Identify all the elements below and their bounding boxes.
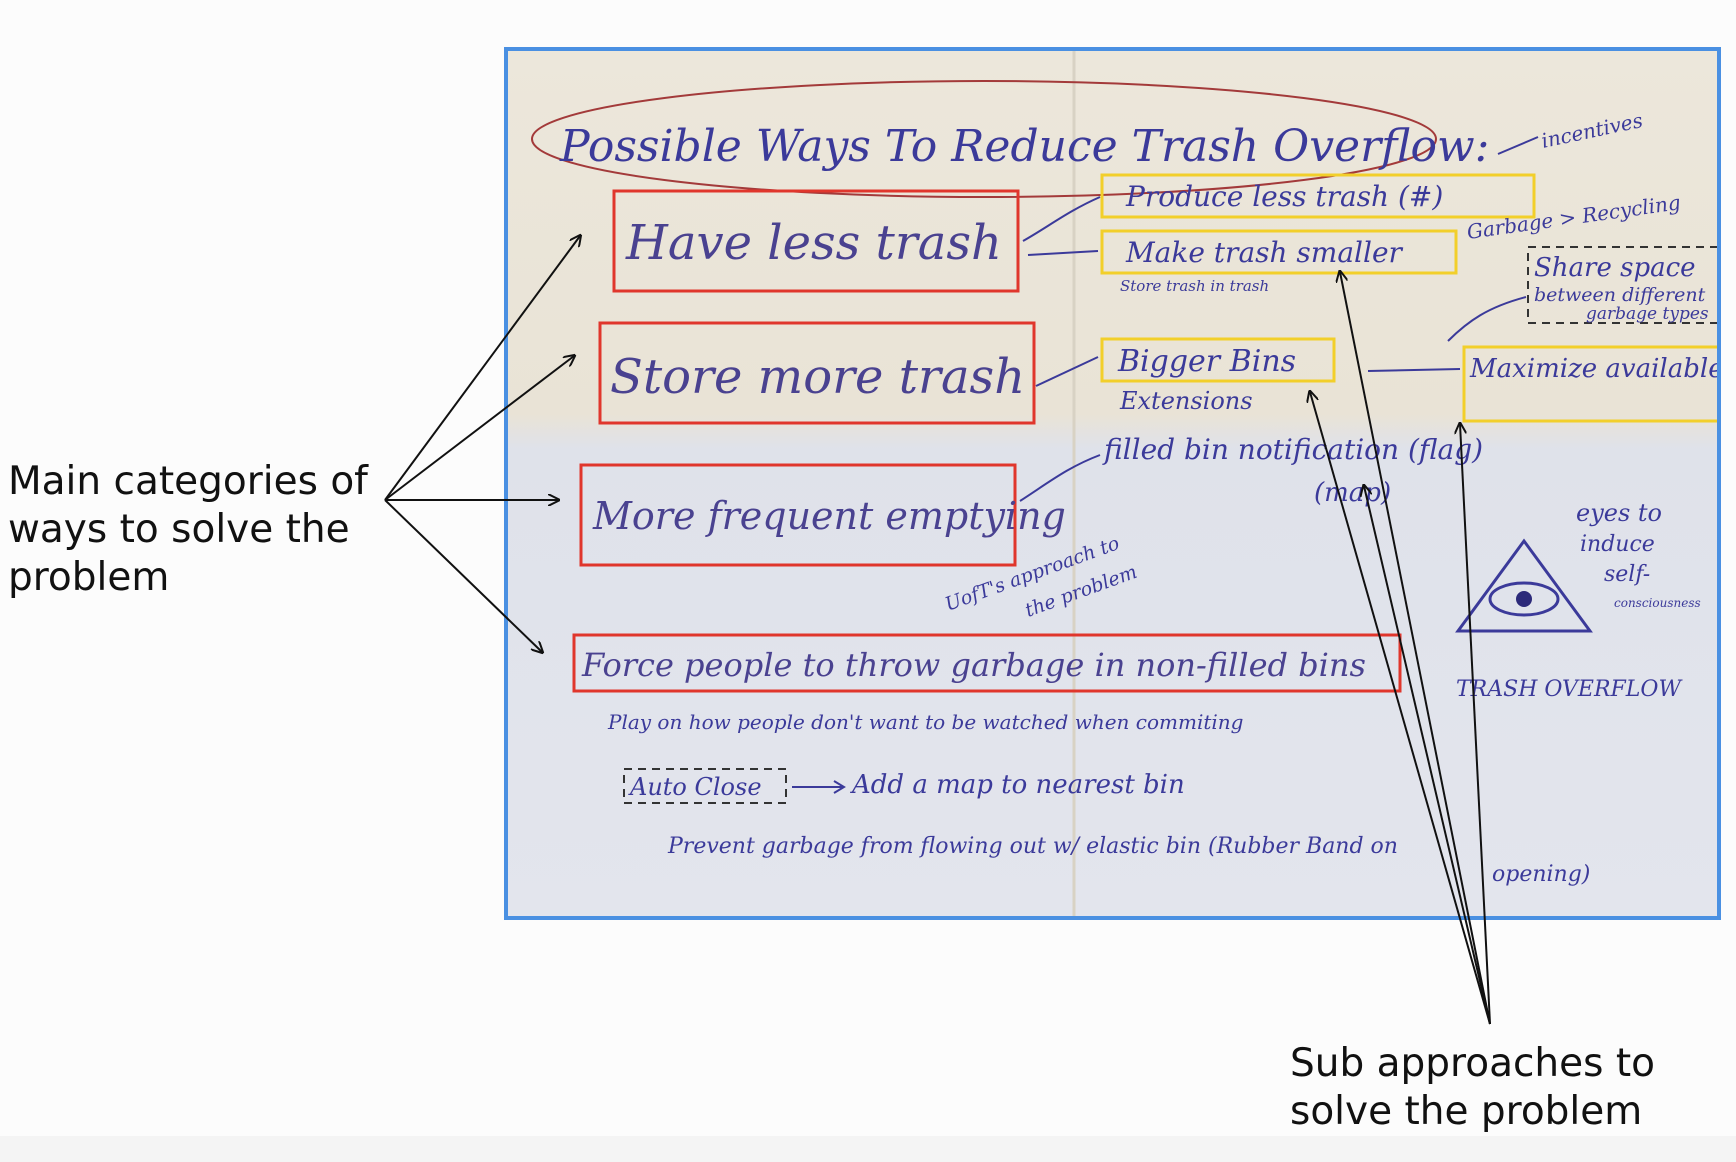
note-filled-bin: filled bin notification (flag)	[1102, 433, 1483, 466]
main-category-1: Have less trash	[625, 215, 1002, 271]
share-space-dashed-box	[1527, 246, 1717, 324]
photo-drawing: Possible Ways To Reduce Trash Overflow: …	[531, 51, 1721, 916]
ink-arrow-6	[1447, 296, 1527, 342]
main-category-2: Store more trash	[610, 349, 1025, 405]
sub-label-line-1: Sub approaches to	[1290, 1041, 1655, 1086]
main-label-line-3: problem	[8, 555, 170, 600]
note-eyes-4: consciousness	[1614, 596, 1701, 610]
main-category-4: Force people to throw garbage in non-fil…	[581, 646, 1366, 684]
main-label-line-1: Main categories of	[8, 459, 368, 504]
note-prevent: Prevent garbage from flowing out w/ elas…	[667, 834, 1398, 859]
main-categories-label: Main categories of ways to solve the pro…	[8, 458, 388, 602]
sub-box-3	[1100, 337, 1336, 383]
main-category-3: More frequent emptying	[592, 494, 1066, 538]
main-label-line-2: ways to solve the	[8, 507, 350, 552]
note-share-space-2: between different	[1534, 284, 1706, 306]
main-box-1	[612, 189, 1020, 293]
bottom-strip	[0, 1136, 1736, 1162]
note-garbage-recycling: Garbage > Recycling	[1465, 190, 1682, 244]
note-add-map: Add a map to nearest bin	[850, 770, 1185, 800]
sub-box-1	[1100, 173, 1536, 219]
note-extensions: Extensions	[1119, 387, 1253, 415]
eye-triangle-icon	[1455, 538, 1593, 633]
ink-arrow-4	[1019, 454, 1101, 502]
note-eyes-2: induce	[1580, 532, 1655, 557]
sub-box-2	[1100, 229, 1458, 275]
sub-approach-2: Make trash smaller	[1125, 236, 1404, 269]
photo-title: Possible Ways To Reduce Trash Overflow:	[559, 121, 1489, 172]
ink-arrow-1	[1022, 196, 1101, 242]
sub-approach-4: Maximize available volume	[1469, 354, 1721, 384]
ink-arrow-2	[1027, 250, 1099, 256]
note-share-space-3: garbage types	[1586, 304, 1709, 324]
note-eyes-1: eyes to	[1576, 499, 1662, 527]
main-box-2	[598, 321, 1036, 425]
sub-label-line-2: solve the problem	[1290, 1089, 1643, 1134]
note-store-in-trash: Store trash in trash	[1120, 277, 1269, 295]
ink-arrow-5	[1367, 368, 1461, 372]
ink-arrow-3	[1035, 356, 1099, 387]
note-trash-overflow-label: TRASH OVERFLOW	[1456, 677, 1683, 702]
brainstorm-photo: Possible Ways To Reduce Trash Overflow: …	[504, 47, 1721, 920]
note-map: (map)	[1314, 478, 1391, 508]
title-note-incentives: incentives	[1539, 108, 1645, 153]
main-box-3	[579, 463, 1017, 567]
incentives-pointer	[1497, 136, 1539, 155]
eye-pupil-icon	[1516, 591, 1532, 607]
title-ellipse	[531, 80, 1437, 198]
note-play-on: Play on how people don't want to be watc…	[607, 710, 1243, 734]
sub-approach-3: Bigger Bins	[1117, 344, 1296, 379]
sub-approaches-label: Sub approaches to solve the problem	[1290, 1040, 1710, 1136]
note-eyes-3: self-	[1604, 562, 1650, 587]
note-share-space-1: Share space	[1534, 253, 1696, 283]
note-opening: opening)	[1492, 862, 1590, 887]
note-auto-close: Auto Close	[628, 773, 762, 801]
sub-approach-1: Produce less trash (#)	[1125, 180, 1443, 213]
auto-close-arrow	[792, 780, 846, 794]
